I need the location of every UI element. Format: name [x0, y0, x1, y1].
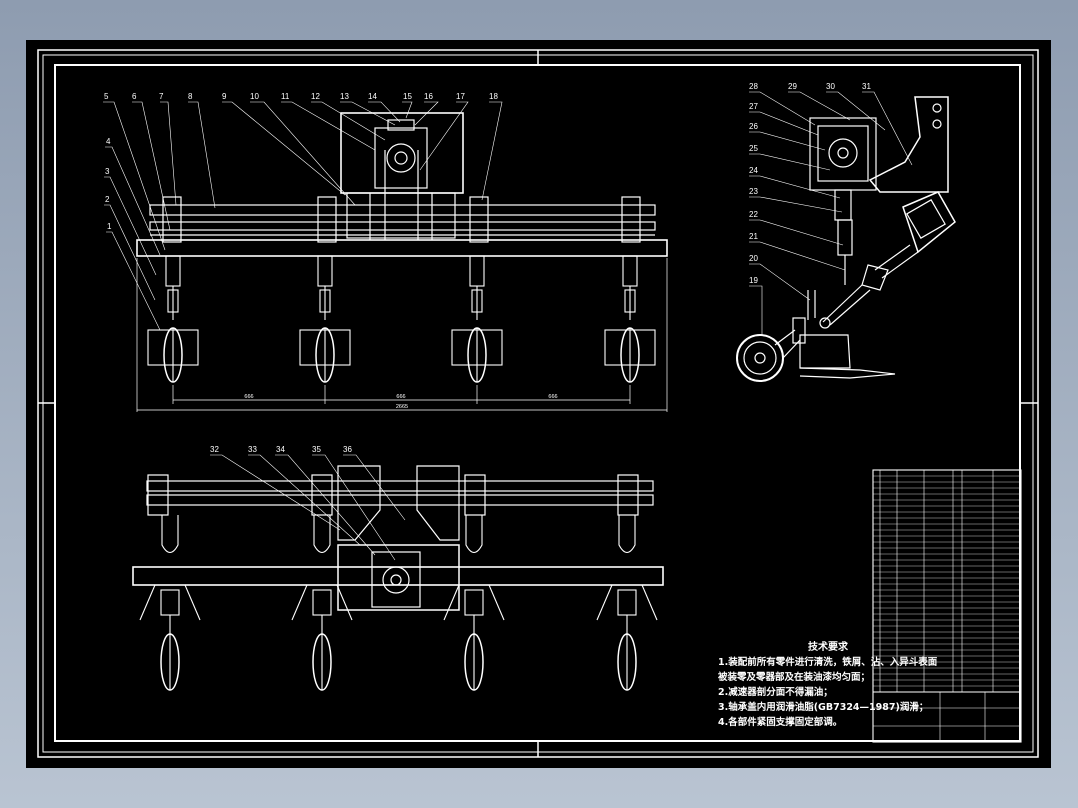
front-shank-3 [451, 255, 503, 383]
part-label-30: 30 [826, 82, 835, 91]
top-view [132, 465, 664, 611]
top-leader-lines [210, 454, 406, 561]
technical-note-1: 1.装配前所有零件进行清洗，铁屑、沾、入异斗表面 [718, 657, 938, 668]
part-label-9: 9 [222, 92, 227, 101]
part-label-7: 7 [159, 92, 164, 101]
part-labels: 5 6 7 8 9 10 11 12 13 14 15 16 17 18 4 3… [104, 82, 871, 454]
part-label-25: 25 [749, 144, 758, 153]
dimension-overall-width: 2665 [396, 404, 408, 410]
part-label-6: 6 [132, 92, 137, 101]
dimension-spacing-1: 666 [244, 394, 253, 400]
part-label-8: 8 [188, 92, 193, 101]
part-label-23: 23 [749, 187, 758, 196]
parts-list-rows [873, 475, 1021, 687]
part-label-26: 26 [749, 122, 758, 131]
part-label-1: 1 [107, 222, 112, 231]
sheet-border [37, 49, 1039, 758]
part-label-14: 14 [368, 92, 377, 101]
part-label-18: 18 [489, 92, 498, 101]
front-shank-1 [147, 255, 199, 383]
part-label-15: 15 [403, 92, 412, 101]
side-view [736, 96, 956, 382]
front-leader-lines [103, 101, 503, 331]
part-label-35: 35 [312, 445, 321, 454]
front-dimensions [136, 258, 668, 412]
part-label-21: 21 [749, 232, 758, 241]
technical-note-2: 被装零及零器部及在装油漆均匀面； [718, 672, 871, 683]
part-label-10: 10 [250, 92, 259, 101]
part-label-27: 27 [749, 102, 758, 111]
part-label-31: 31 [862, 82, 871, 91]
technical-note-3: 2.减速器剖分面不得漏油； [718, 687, 833, 698]
part-label-22: 22 [749, 210, 758, 219]
dimension-spacing-3: 666 [548, 394, 557, 400]
part-label-11: 11 [281, 92, 290, 101]
top-unit-4 [596, 515, 658, 691]
side-leader-lines [749, 91, 913, 335]
part-label-3: 3 [105, 167, 110, 176]
part-label-17: 17 [456, 92, 465, 101]
technical-requirements: 技术要求 1.装配前所有零件进行清洗，铁屑、沾、入异斗表面 被装零及零器部及在装… [718, 640, 938, 730]
part-label-2: 2 [105, 195, 110, 204]
front-shank-2 [299, 255, 351, 383]
part-label-32: 32 [210, 445, 219, 454]
top-unit-3 [443, 515, 505, 691]
front-shank-units [147, 255, 656, 383]
part-label-4: 4 [106, 137, 111, 146]
part-label-19: 19 [749, 276, 758, 285]
technical-note-5: 4.各部件紧固支撑固定部调。 [718, 717, 843, 728]
front-shank-4 [604, 255, 656, 383]
part-label-20: 20 [749, 254, 758, 263]
top-view-units [139, 515, 658, 691]
part-label-29: 29 [788, 82, 797, 91]
technical-note-4: 3.轴承盖内用润滑油脂(GB7324—1987)润滑； [718, 702, 929, 713]
part-label-34: 34 [276, 445, 285, 454]
front-view [136, 112, 668, 257]
technical-requirements-title: 技术要求 [808, 642, 848, 653]
part-label-16: 16 [424, 92, 433, 101]
part-label-13: 13 [340, 92, 349, 101]
top-unit-1 [139, 515, 201, 691]
part-label-28: 28 [749, 82, 758, 91]
part-label-24: 24 [749, 166, 758, 175]
part-label-33: 33 [248, 445, 257, 454]
dimension-spacing-2: 666 [396, 394, 405, 400]
top-unit-2 [291, 515, 353, 691]
part-label-36: 36 [343, 445, 352, 454]
parts-list-table [872, 469, 1022, 743]
part-label-5: 5 [104, 92, 109, 101]
part-label-12: 12 [311, 92, 320, 101]
